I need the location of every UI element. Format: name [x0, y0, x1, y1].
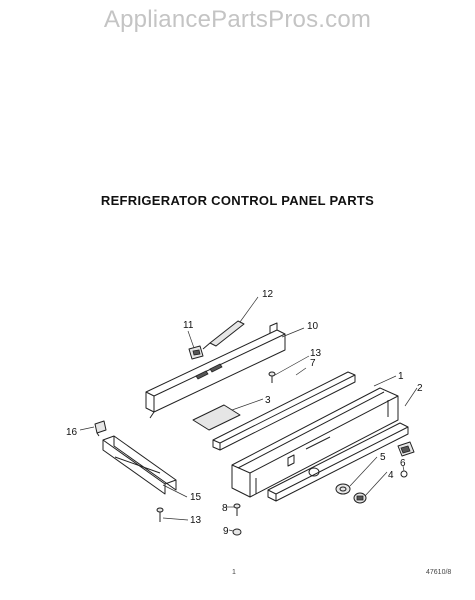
- part-2-lower-trim: [267, 422, 409, 502]
- callout-12: 12: [262, 289, 274, 300]
- callout-3: 3: [265, 395, 271, 406]
- callout-6: 6: [400, 458, 406, 469]
- callout-16: 16: [66, 427, 78, 438]
- part-11-clip: [188, 345, 204, 360]
- callout-4: 4: [388, 470, 394, 481]
- callout-15: 15: [190, 492, 202, 503]
- watermark: AppliancePartsPros.com: [103, 6, 372, 33]
- callout-9: 9: [223, 526, 229, 537]
- callout-11: 11: [183, 320, 194, 331]
- part-12-sensor-bulb: [202, 320, 245, 350]
- callout-1: 1: [398, 371, 404, 382]
- callout-5: 5: [380, 452, 386, 463]
- callout-7: 7: [310, 358, 316, 369]
- part-1-control-panel-housing: [231, 387, 399, 498]
- part-16-spring-clip: [94, 420, 107, 437]
- part-13-screw-upper: [268, 371, 276, 383]
- part-13-screw-lower: [156, 507, 164, 522]
- part-15-end-cap: [102, 435, 177, 495]
- part-9-washer: [232, 528, 242, 536]
- part-4-shaft: [308, 467, 367, 504]
- part-10-control-bracket: [145, 322, 286, 419]
- part-5-knob: [335, 483, 351, 495]
- callout-10: 10: [307, 321, 319, 332]
- part-3-insulation-pad: [192, 404, 241, 431]
- part-8-fastener: [233, 503, 241, 516]
- diagram-title: REFRIGERATOR CONTROL PANEL PARTS: [100, 193, 375, 208]
- leader-lines: [79, 296, 418, 532]
- part-6-switch: [397, 441, 415, 478]
- callout-13-lower: 13: [190, 515, 202, 526]
- callout-13-upper: 13: [310, 348, 322, 359]
- callout-8: 8: [222, 503, 228, 514]
- part-7-trim-strip: [212, 371, 356, 451]
- callout-2: 2: [417, 383, 423, 394]
- drawing-number: 47610/8: [426, 569, 451, 576]
- page-mark: 1: [232, 569, 236, 576]
